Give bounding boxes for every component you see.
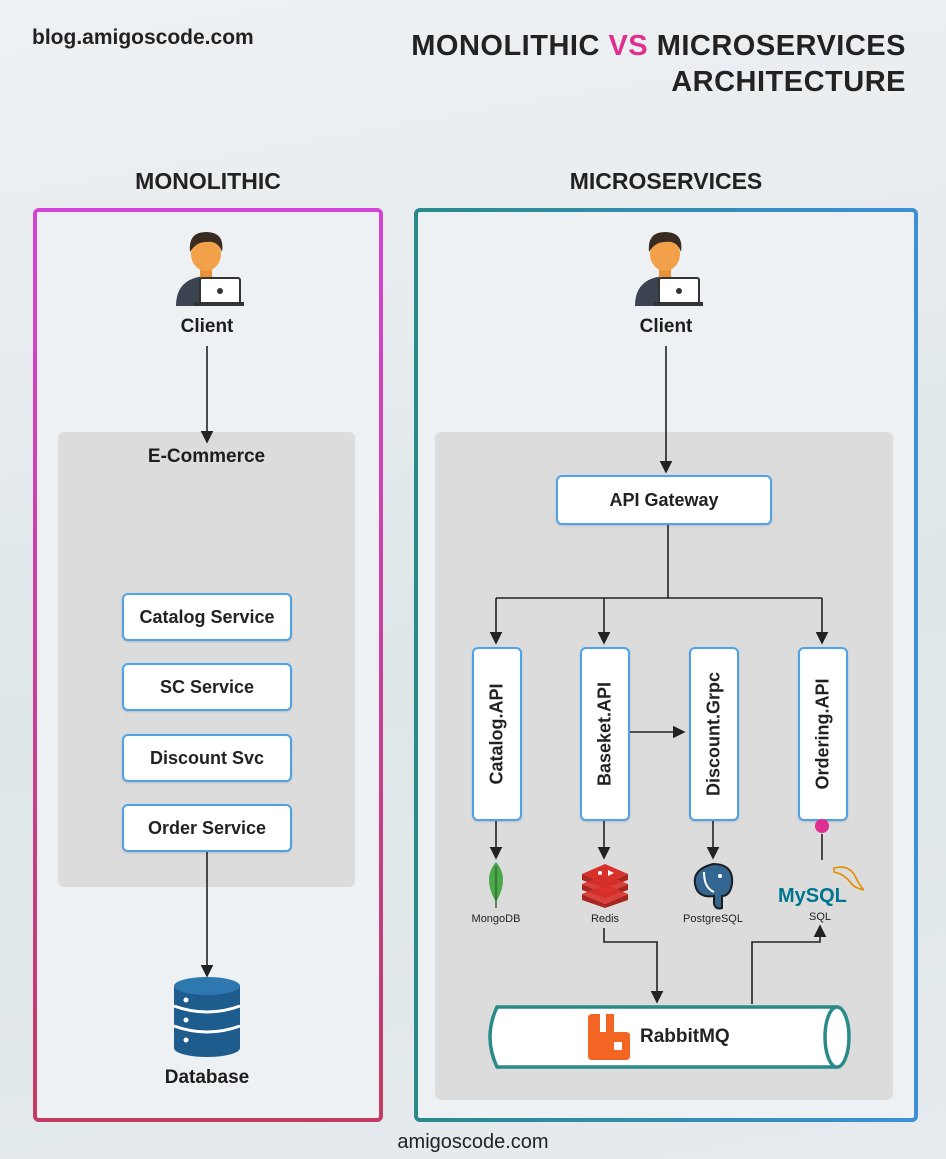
postgresql-label: PostgreSQL [683,913,743,925]
rabbitmq-pipe [485,1004,855,1070]
mongodb-label: MongoDB [471,913,521,925]
person-laptop-icon [170,226,244,306]
discount-svc-box: Discount Svc [122,734,292,782]
mysql-logo-text: MySQL [778,885,847,907]
title-part1: MONOLITHIC [411,30,609,62]
catalog-service-box: Catalog Service [122,593,292,641]
api-gateway-box: API Gateway [556,475,772,525]
database-label: Database [164,1067,250,1088]
mysql-label: SQL [808,911,831,923]
site-url: blog.amigoscode.com [32,26,254,49]
redis-to-rabbitmq-arrow [603,928,664,1004]
footer-url: amigoscode.com [397,1131,549,1153]
basket-api-label: Baseket.API [594,681,615,787]
redis-label: Redis [590,913,620,925]
monolithic-client-label: Client [180,316,234,337]
microservices-client-label: Client [639,316,693,337]
database-icon [172,976,242,1058]
mysql-dolphin-icon: MySQL [778,864,867,908]
person-laptop-icon [629,226,703,306]
catalog-api-label: Catalog.API [486,683,507,785]
order-service-box: Order Service [122,804,292,852]
title-vs: VS [608,30,649,62]
monolithic-heading: MONOLITHIC [135,168,281,194]
sc-service-box: SC Service [122,663,292,711]
redis-icon [580,864,630,908]
basket-api-box: Baseket.API [580,647,630,821]
page-title: MONOLITHIC VS MICROSERVICES ARCHITECTURE [411,28,906,100]
catalog-api-box: Catalog.API [472,647,522,821]
gateway-fanout-line [496,523,822,599]
rabbitmq-icon [588,1014,630,1060]
ordering-api-box: Ordering.API [798,647,848,821]
discount-grpc-label: Discount.Grpc [703,671,724,797]
postgresql-elephant-icon [690,862,736,910]
rabbitmq-to-mysql-arrow [751,924,827,1004]
ordering-api-label: Ordering.API [812,678,833,790]
mongodb-leaf-icon [484,862,508,908]
discount-grpc-box: Discount.Grpc [689,647,739,821]
title-part2: MICROSERVICES [648,30,906,62]
mysql-connector-dot [814,818,830,834]
microservices-heading: MICROSERVICES [569,168,763,194]
title-line2: ARCHITECTURE [671,66,906,98]
rabbitmq-label: RabbitMQ [640,1026,730,1047]
ecommerce-label: E-Commerce [147,446,266,467]
